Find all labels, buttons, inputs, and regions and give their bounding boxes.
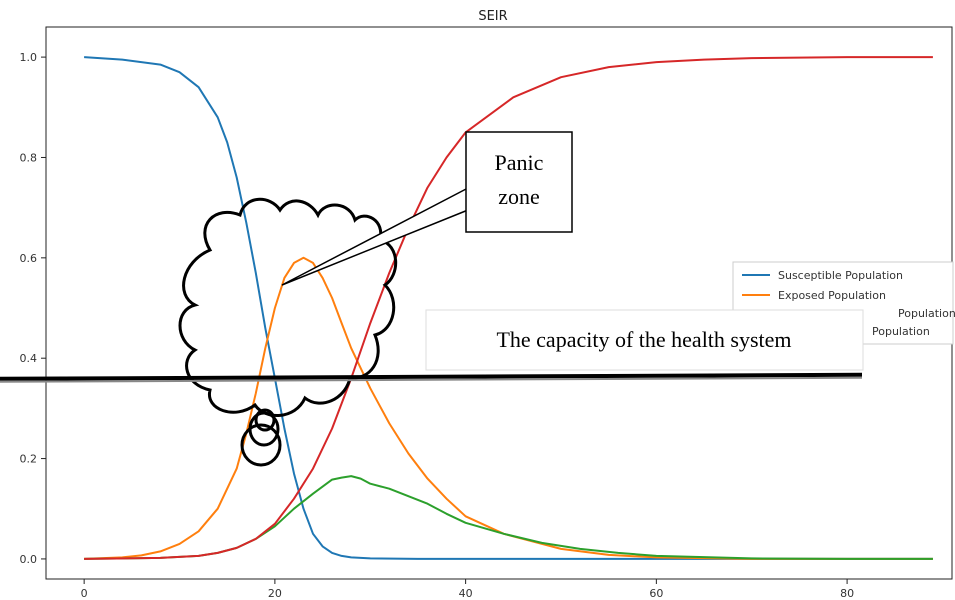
x-tick-label: 20: [268, 587, 282, 600]
x-tick-label: 0: [81, 587, 88, 600]
series-line-recovered-population: [84, 56, 933, 560]
annotation-layer: Panic zone The capacity of the health sy…: [0, 131, 864, 467]
x-tick-label: 40: [459, 587, 473, 600]
capacity-line-shadow: [0, 376, 863, 383]
axis-ticks: 0 20 40 60 80 0.0 0.2 0.4 0.6 0.8 1.0: [20, 51, 855, 600]
legend-label-recovered: Population: [872, 325, 930, 338]
chart-title: SEIR: [478, 9, 507, 24]
capacity-label: The capacity of the health system: [496, 327, 791, 352]
legend-label-susceptible: Susceptible Population: [778, 269, 903, 282]
y-tick-label: 0.2: [20, 453, 38, 466]
y-tick-label: 0.6: [20, 252, 38, 265]
y-tick-label: 1.0: [20, 51, 38, 64]
callout-pointer: [281, 187, 469, 286]
cloud-bubble-large: [248, 411, 280, 447]
capacity-line: [0, 372, 863, 381]
series-lines: [84, 56, 933, 560]
legend-label-infected: Population: [898, 307, 955, 320]
legend: Susceptible Population Exposed Populatio…: [732, 261, 955, 345]
x-tick-label: 80: [840, 587, 854, 600]
callout-text-line-2: zone: [498, 184, 540, 209]
callout-text-line-1: Panic: [495, 150, 544, 175]
panic-cloud-shape: [178, 197, 398, 417]
callout-box: [465, 131, 573, 233]
y-tick-label: 0.4: [20, 352, 38, 365]
x-tick-label: 60: [649, 587, 663, 600]
y-tick-label: 0.8: [20, 151, 38, 164]
cloud-bubble-medium: [240, 423, 282, 467]
legend-label-exposed: Exposed Population: [778, 289, 886, 302]
y-tick-label: 0.0: [20, 553, 38, 566]
capacity-label-box: [425, 309, 864, 371]
